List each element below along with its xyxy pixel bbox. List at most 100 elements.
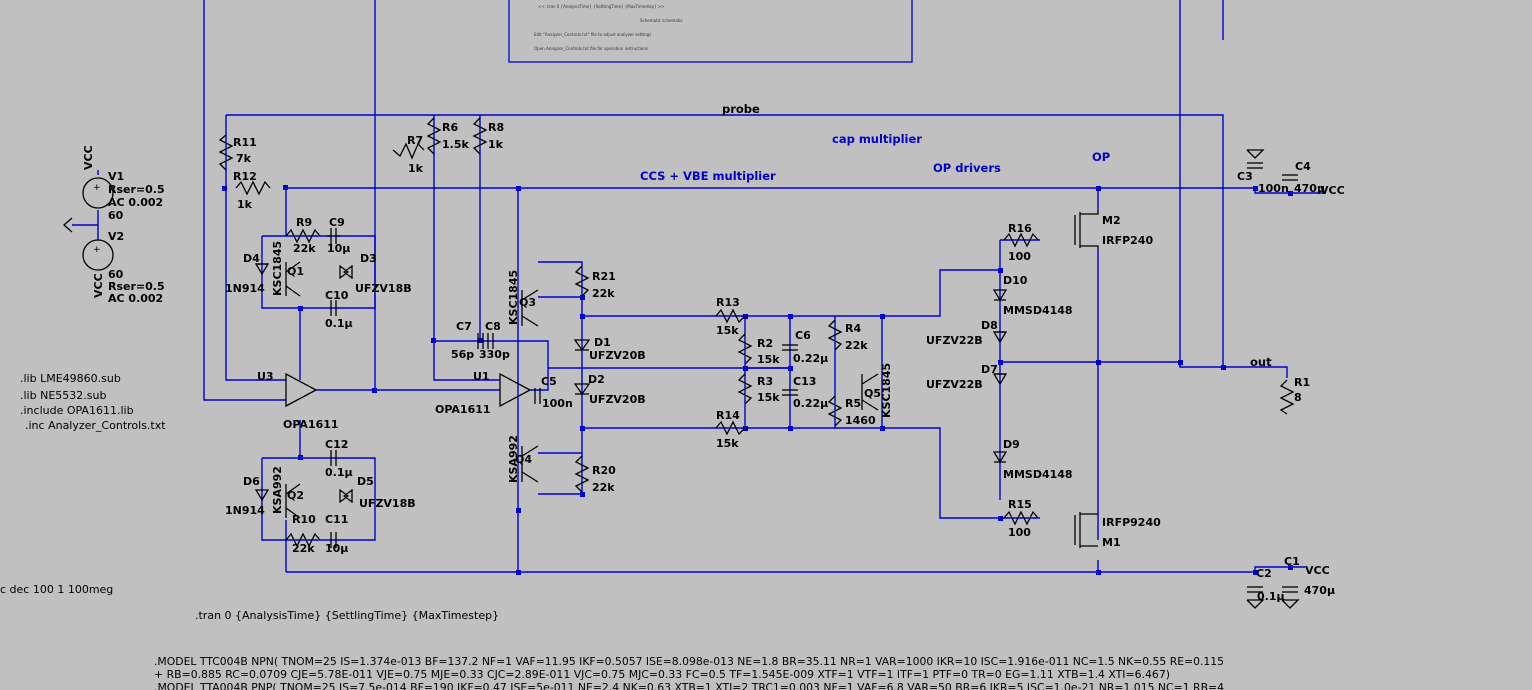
d3-name: D3 bbox=[360, 252, 377, 265]
c4-value: 470µ bbox=[1294, 182, 1325, 195]
q4-name: Q4 bbox=[515, 453, 532, 466]
q2-name: Q2 bbox=[287, 489, 304, 502]
d8-name: D8 bbox=[981, 319, 998, 332]
net-vcc-right: VCC bbox=[1320, 184, 1345, 197]
v1-rser: Rser=0.5 bbox=[108, 183, 165, 196]
c8-value: 330p bbox=[479, 348, 510, 361]
r20-name: R20 bbox=[592, 464, 616, 477]
r13-value: 15k bbox=[716, 324, 739, 337]
d6-value: 1N914 bbox=[225, 504, 265, 517]
r12-value: 1k bbox=[237, 198, 253, 211]
d7-value: UFZV22B bbox=[926, 378, 983, 391]
v2-value: 60 bbox=[108, 268, 124, 281]
junctions bbox=[222, 185, 1293, 575]
m2-value: IRFP240 bbox=[1102, 234, 1153, 247]
d4-name: D4 bbox=[243, 252, 260, 265]
d4-value: 1N914 bbox=[225, 282, 265, 295]
c1-value: 470µ bbox=[1304, 584, 1335, 597]
c6-value: 0.22µ bbox=[793, 352, 828, 365]
r2-name: R2 bbox=[757, 337, 773, 350]
q2-value: KSA992 bbox=[271, 466, 284, 514]
r8-value: 1k bbox=[488, 138, 504, 151]
u1-value: OPA1611 bbox=[435, 403, 491, 416]
c5-value: 100n bbox=[542, 397, 573, 410]
svg-text:+: + bbox=[93, 183, 101, 193]
c13-name: C13 bbox=[793, 375, 816, 388]
c1-name: C1 bbox=[1284, 555, 1300, 568]
section-labels: probe cap multiplier CCS + VBE multiplie… bbox=[640, 102, 1272, 369]
q5-name: Q5 bbox=[864, 387, 881, 400]
r6-value: 1.5k bbox=[442, 138, 469, 151]
c11-value: 10µ bbox=[325, 542, 348, 555]
v2-rser: Rser=0.5 bbox=[108, 280, 165, 293]
c11-name: C11 bbox=[325, 513, 348, 526]
q3-value: KSC1845 bbox=[507, 270, 520, 325]
m2-name: M2 bbox=[1102, 214, 1121, 227]
d1-value: UFZV20B bbox=[589, 349, 646, 362]
c10-name: C10 bbox=[325, 289, 349, 302]
r4-value: 22k bbox=[845, 339, 868, 352]
r7-value: 1k bbox=[408, 162, 424, 175]
c6-name: C6 bbox=[795, 329, 811, 342]
directive-ac[interactable]: c dec 100 1 100meg bbox=[0, 583, 113, 596]
directive-model-npn-cont[interactable]: + RB=0.885 RC=0.0709 CJE=5.78E-011 VJE=0… bbox=[154, 668, 1170, 681]
net-vcc-neg: VCC bbox=[1305, 564, 1330, 577]
svg-text:+: + bbox=[93, 245, 101, 255]
spice-directives: .lib LME49860.sub .lib NE5532.sub .inclu… bbox=[0, 372, 1224, 690]
directive-lib2[interactable]: .lib NE5532.sub bbox=[20, 389, 106, 402]
net-vcc-top: VCC bbox=[82, 145, 95, 170]
directive-model-npn[interactable]: .MODEL TTC004B NPN( TNOM=25 IS=1.374e-01… bbox=[154, 655, 1224, 668]
r21-name: R21 bbox=[592, 270, 616, 283]
c3-name: C3 bbox=[1237, 170, 1253, 183]
c2-value: 0.1µ bbox=[1257, 590, 1285, 603]
q1-name: Q1 bbox=[287, 265, 304, 278]
label-out: out bbox=[1250, 355, 1272, 369]
r10-value: 22k bbox=[292, 542, 315, 555]
directive-tran[interactable]: .tran 0 {AnalysisTime} {SettlingTime} {M… bbox=[195, 609, 499, 622]
r1-value: 8 bbox=[1294, 391, 1302, 404]
c7-name: C7 bbox=[456, 320, 472, 333]
r11-value: 7k bbox=[236, 152, 252, 165]
r20-value: 22k bbox=[592, 481, 615, 494]
r14-name: R14 bbox=[716, 409, 740, 422]
c12-value: 0.1µ bbox=[325, 466, 353, 479]
r14-value: 15k bbox=[716, 437, 739, 450]
label-op: OP bbox=[1092, 150, 1110, 164]
c4-name: C4 bbox=[1295, 160, 1311, 173]
r3-value: 15k bbox=[757, 391, 780, 404]
label-probe: probe bbox=[722, 102, 760, 116]
directive-lib1[interactable]: .lib LME49860.sub bbox=[20, 372, 121, 385]
r13-name: R13 bbox=[716, 296, 740, 309]
v1-value: 60 bbox=[108, 209, 124, 222]
c10-value: 0.1µ bbox=[325, 317, 353, 330]
u1-name: U1 bbox=[473, 370, 490, 383]
m1-name: M1 bbox=[1102, 536, 1121, 549]
r21-value: 22k bbox=[592, 287, 615, 300]
d5-name: D5 bbox=[357, 475, 374, 488]
directive-include[interactable]: .include OPA1611.lib bbox=[20, 404, 134, 417]
note-line-2: Schematic schematic bbox=[640, 18, 683, 23]
directive-inc-analyzer[interactable]: .inc Analyzer_Controls.txt bbox=[25, 419, 166, 432]
label-op-drivers: OP drivers bbox=[933, 161, 1001, 175]
u3-value: OPA1611 bbox=[283, 418, 339, 431]
net-vcc-bottom: VCC bbox=[92, 273, 105, 298]
d5-value: UFZV18B bbox=[359, 497, 416, 510]
note-line-3: Edit "Analyzer_Controls.txt" file to adj… bbox=[534, 32, 651, 37]
r9-value: 22k bbox=[293, 242, 316, 255]
d3-value: UFZV18B bbox=[355, 282, 412, 295]
r16-value: 100 bbox=[1008, 250, 1031, 263]
r8-name: R8 bbox=[488, 121, 504, 134]
directive-model-pnp[interactable]: .MODEL TTA004B PNP( TNOM=25 IS=7.5e-014 … bbox=[154, 681, 1224, 690]
r9-name: R9 bbox=[296, 216, 312, 229]
c8-name: C8 bbox=[485, 320, 501, 333]
d9-name: D9 bbox=[1003, 438, 1020, 451]
d10-value: MMSD4148 bbox=[1003, 304, 1073, 317]
q4-value: KSA992 bbox=[507, 435, 520, 483]
r5-value: 1460 bbox=[845, 414, 876, 427]
c13-value: 0.22µ bbox=[793, 397, 828, 410]
note-line-1: << .tran 0 {AnalysisTime} {SettlingTime}… bbox=[538, 4, 665, 9]
r2-value: 15k bbox=[757, 353, 780, 366]
d2-name: D2 bbox=[588, 373, 605, 386]
note-line-4: Open Analyzer_Controls.txt file for oper… bbox=[534, 46, 648, 51]
